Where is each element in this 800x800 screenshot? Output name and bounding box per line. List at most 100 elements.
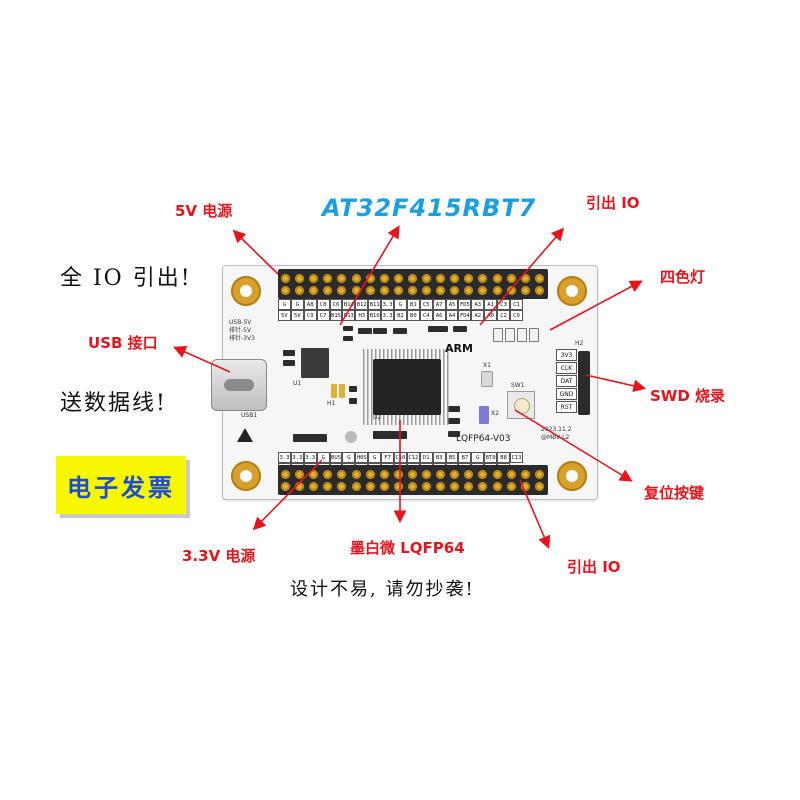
bottom-upper-pin-label-2: 3.3: [303, 452, 317, 463]
top-lower-pin-label-2: C9: [303, 310, 317, 321]
bottom-header-pin-1-18: [534, 482, 544, 491]
bottom-header-pin-0-15: [492, 470, 502, 479]
bottom-header-pin-0-0: [281, 470, 290, 479]
arrow-four-led: [549, 280, 643, 331]
label-pin-out-bottom: 引出 IO: [567, 558, 621, 576]
top-header-pin-0-13: [464, 274, 474, 283]
bottom-header-pin-1-15: [492, 482, 502, 491]
arrow-3v3: [252, 459, 323, 531]
led-2: [505, 328, 515, 342]
top-upper-pin-label-13: A5: [445, 299, 459, 310]
top-lower-pin-label-16: A0: [484, 310, 498, 321]
top-header-pin-1-1: [295, 286, 305, 295]
bottom-header-pin-1-6: [365, 482, 375, 491]
top-header-pin-0-9: [407, 274, 417, 283]
top-header-pin-1-0: [281, 286, 290, 295]
label-pin-out-top: 引出 IO: [586, 194, 640, 212]
top-header-pin-1-6: [365, 286, 375, 295]
voltage-regulator: [301, 348, 329, 378]
top-upper-pin-label-18: C1: [510, 299, 523, 310]
bottom-header-pin-0-2: [309, 470, 319, 479]
top-header-pin-0-4: [337, 274, 347, 283]
top-header-pin-1-10: [422, 286, 431, 295]
footer-note: 设计不易, 请勿抄袭!: [290, 579, 475, 600]
crystal-x2: [479, 406, 489, 424]
top-pin-header: [278, 269, 548, 299]
top-header-pin-1-12: [450, 286, 460, 295]
mcu-lqfp64: [373, 359, 441, 415]
bottom-header-pin-1-9: [407, 482, 417, 491]
top-lower-pin-label-0: 5V: [278, 310, 291, 321]
usb-power-notes: USB-5V 排针-5V 排针-3V3: [229, 319, 255, 342]
bottom-upper-pin-label-7: G: [368, 452, 382, 463]
label-5v-power: 5V 电源: [175, 202, 233, 220]
top-lower-pin-label-14: FD4: [458, 310, 472, 321]
bottom-upper-pin-label-15: G: [471, 452, 485, 463]
top-header-pin-0-18: [534, 274, 544, 283]
led-4: [529, 328, 539, 342]
top-header-pin-1-8: [393, 286, 403, 295]
top-header-pin-1-4: [337, 286, 347, 295]
top-upper-pin-label-15: A3: [471, 299, 485, 310]
silk-date: 2023.11.2: [541, 426, 572, 433]
mount-hole-top-right: [557, 276, 587, 306]
mount-hole-bottom-right: [557, 461, 587, 491]
top-lower-pin-label-7: B10: [368, 310, 382, 321]
arrow-5v: [232, 229, 279, 275]
swd-labels: 3V3 CLK DAT GND RST: [556, 349, 577, 416]
top-header-pin-0-15: [492, 274, 502, 283]
esd-warning-icon: [237, 428, 253, 442]
bottom-header-pin-1-7: [379, 482, 389, 491]
top-lower-pin-label-12: A6: [432, 310, 446, 321]
top-lower-pin-label-18: C0: [510, 310, 523, 321]
top-lower-pin-label-9: B2: [394, 310, 407, 321]
top-header-pin-0-0: [281, 274, 290, 283]
top-header-pin-1-18: [534, 286, 544, 295]
bottom-header-pin-0-6: [365, 470, 375, 479]
label-reset-button: 复位按键: [644, 484, 705, 502]
top-upper-pin-label-7: B11: [368, 299, 382, 310]
silk-x2: X2: [491, 410, 499, 417]
top-upper-pin-label-1: G: [290, 299, 304, 310]
silk-u2: U2: [373, 414, 382, 421]
top-header-pin-0-12: [450, 274, 460, 283]
bottom-upper-pin-label-18: C13: [510, 452, 523, 463]
bottom-upper-pin-label-5: G: [342, 452, 356, 463]
bottom-header-pin-0-3: [323, 470, 333, 479]
arrow-pin-out-top: [479, 227, 565, 326]
bottom-header-pin-0-9: [407, 470, 417, 479]
led-3: [517, 328, 527, 342]
top-upper-pin-label-4: C6: [329, 299, 343, 310]
top-lower-pin-label-4: B15: [329, 310, 343, 321]
label-swd: SWD 烧录: [650, 387, 726, 405]
silk-version: LQFP64-V03: [456, 434, 511, 444]
top-upper-pin-label-11: C5: [419, 299, 433, 310]
bottom-header-pin-1-0: [281, 482, 290, 491]
bottom-header-pin-0-17: [520, 470, 530, 479]
silk-sw1: SW1: [511, 382, 525, 389]
bottom-header-pin-1-12: [450, 482, 460, 491]
top-header-pin-0-6: [365, 274, 375, 283]
top-header-pin-1-2: [309, 286, 319, 295]
bottom-upper-pin-label-17: B8: [497, 452, 511, 463]
bottom-header-pin-1-5: [351, 482, 361, 491]
bottom-header-pin-1-14: [478, 482, 488, 491]
top-header-pin-1-16: [506, 286, 516, 295]
bottom-header-pin-0-13: [464, 470, 474, 479]
label-four-led: 四色灯: [660, 268, 706, 286]
top-upper-pin-label-6: B12: [355, 299, 369, 310]
top-header-pin-0-11: [436, 274, 446, 283]
top-header-pin-1-3: [323, 286, 333, 295]
top-header-pin-0-17: [520, 274, 530, 283]
bottom-upper-pin-label-14: B7: [458, 452, 472, 463]
crystal-x1: [481, 371, 493, 387]
bottom-upper-pin-label-1: 3.3: [290, 452, 304, 463]
top-header-pin-0-8: [393, 274, 403, 283]
led-1: [493, 328, 503, 342]
invoice-badge: 电子发票: [56, 456, 186, 514]
top-lower-pin-label-6: H3: [355, 310, 369, 321]
bottom-header-pin-0-16: [506, 470, 516, 479]
bottom-header-pin-1-2: [309, 482, 319, 491]
chip-title: AT32F415RBT7: [322, 194, 537, 222]
bottom-header-pin-1-13: [464, 482, 474, 491]
